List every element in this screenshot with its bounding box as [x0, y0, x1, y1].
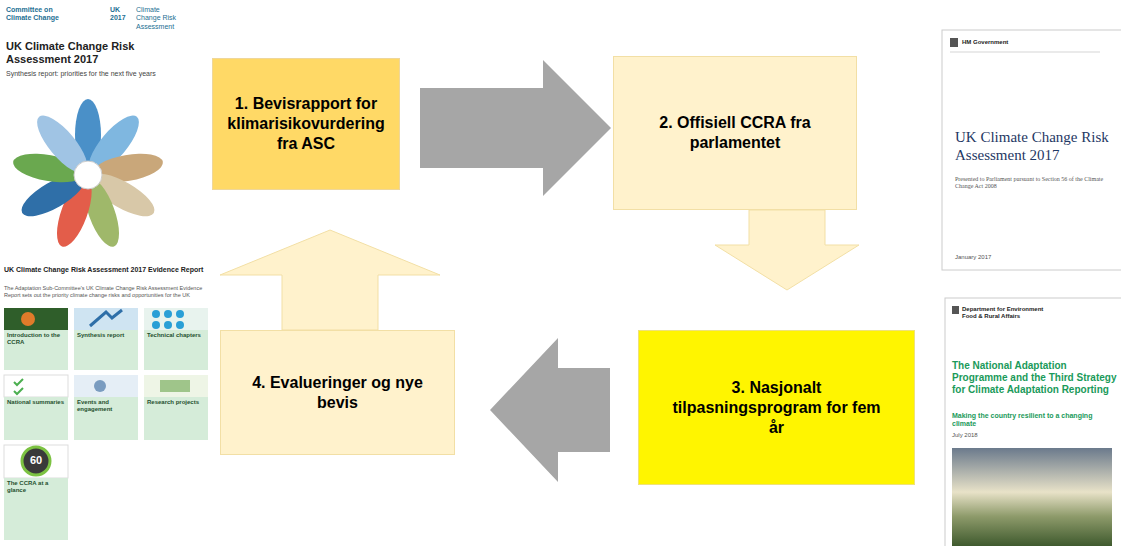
- evidence-page-tiles: [4, 308, 208, 540]
- box-text: 1. Bevisrapport for klimarisikovurdering…: [223, 94, 389, 154]
- block-arrow: [490, 338, 610, 482]
- logo-text: UK 2017: [110, 6, 136, 23]
- box-text: 3. Nasjonalt tilpasningsprogram for fem …: [669, 378, 884, 438]
- process-box: 2. Offisiell CCRA fra parlamentet: [613, 56, 857, 210]
- publisher-name: HM Government: [962, 39, 1062, 46]
- tile-title: Synthesis report: [77, 332, 135, 339]
- cover-subtitle: Making the country resilient to a changi…: [952, 412, 1117, 429]
- tile-title: Research projects: [147, 399, 205, 406]
- report-cover: [945, 298, 1121, 546]
- tile-title: Introduction to the CCRA: [7, 332, 65, 346]
- cover-title: UK Climate Change Risk Assessment 2017: [955, 128, 1115, 164]
- tile-title: National summaries: [7, 399, 65, 406]
- page-title: UK Climate Change Risk Assessment 2017 E…: [4, 266, 209, 274]
- landscape-photo: [952, 448, 1112, 546]
- tile-title: The CCRA at a glance: [7, 480, 65, 494]
- tile-title: Events and engagement: [77, 399, 135, 413]
- process-box: 4. Evalueringer og nye bevis: [220, 330, 455, 455]
- icon-number: 60: [22, 454, 50, 467]
- report-cover: [0, 0, 186, 256]
- publisher-name: Department for Environment Food & Rural …: [962, 306, 1052, 320]
- block-arrow: [420, 60, 611, 196]
- defra-logo-symbol: [952, 306, 959, 314]
- cover-date: January 2017: [955, 254, 1055, 261]
- report-cover: [942, 30, 1121, 270]
- cover-title: UK Climate Change Risk Assessment 2017: [6, 40, 184, 66]
- publisher-name: Committee on Climate Change: [6, 6, 68, 23]
- risk-wheel: [11, 99, 165, 251]
- cover-date: July 2018: [952, 432, 1032, 439]
- box-text: 2. Offisiell CCRA fra parlamentet: [644, 113, 826, 153]
- tile-title: Technical chapters: [147, 332, 205, 339]
- crest-symbol: [950, 38, 1100, 52]
- cover-title: The National Adaptation Programme and th…: [952, 360, 1117, 396]
- box-text: 4. Evalueringer og nye bevis: [243, 373, 432, 413]
- block-arrow: [715, 210, 859, 290]
- block-arrow: [220, 230, 440, 330]
- page-intro: The Adaptation Sub-Committee's UK Climat…: [4, 285, 209, 298]
- logo-text: Climate Change Risk Assessment: [136, 6, 184, 31]
- cover-subtitle: Synthesis report: priorities for the nex…: [6, 70, 184, 78]
- process-box: 1. Bevisrapport for klimarisikovurdering…: [212, 58, 400, 190]
- cover-subtitle: Presented to Parliament pursuant to Sect…: [955, 176, 1115, 190]
- process-box: 3. Nasjonalt tilpasningsprogram for fem …: [638, 330, 915, 485]
